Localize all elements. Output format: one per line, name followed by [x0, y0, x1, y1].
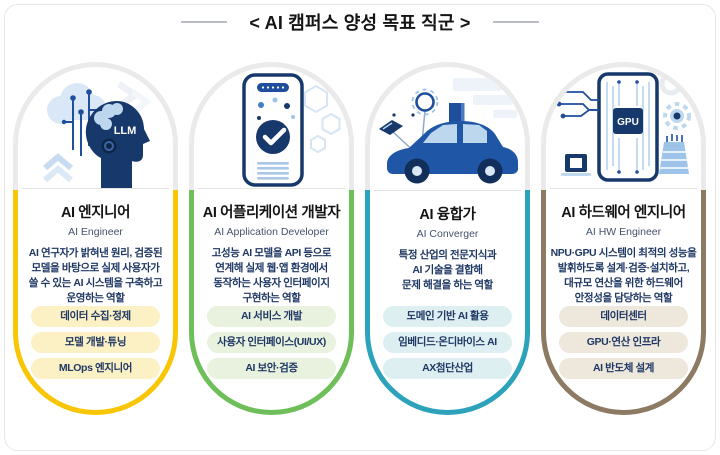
- tag-list: 도메인 기반 AI 활용 임베디드·온디바이스 AI AX첨단산업: [370, 306, 525, 410]
- job-cards-row: LLM AI 엔지니어 AI Engineer AI 연구자가 밝혀낸 원리, …: [13, 62, 706, 415]
- card-description: AI 연구자가 밝혀낸 원리, 검증된 모델을 바탕으로 실제 사용자가 쓸 수…: [28, 247, 163, 304]
- tag-pill: AI 보안·검증: [207, 358, 336, 379]
- llm-badge: LLM: [113, 125, 136, 137]
- tag-pill: 데이터 수집·정제: [31, 306, 160, 327]
- ai-engineer-illustration: LLM: [18, 67, 173, 188]
- tag-pill: AI 서비스 개발: [207, 306, 336, 327]
- tag-pill: GPU·연산 인프라: [559, 332, 688, 353]
- tag-pill: 도메인 기반 AI 활용: [383, 306, 512, 327]
- tag-pill: 데이터센터: [559, 306, 688, 327]
- card-divider: [198, 188, 345, 189]
- card-subtitle: AI HW Engineer: [585, 226, 662, 238]
- job-card-ai-application-developer: AI 어플리케이션 개발자 AI Application Developer 고…: [189, 62, 354, 415]
- card-title: AI 융합가: [419, 207, 476, 223]
- job-card-ai-engineer: LLM AI 엔지니어 AI Engineer AI 연구자가 밝혀낸 원리, …: [13, 62, 178, 415]
- ai-converger-illustration: [370, 67, 525, 190]
- tag-pill: AX첨단산업: [383, 358, 512, 379]
- tag-list: 데이터센터 GPU·연산 인프라 AI 반도체 설계: [546, 306, 701, 410]
- head-llm-icon: LLM: [42, 81, 152, 188]
- gpu-badge: GPU: [617, 117, 639, 128]
- job-card-ai-converger: AI 융합가 AI Converger 특정 산업의 전문지식과 AI 기술을 …: [365, 62, 530, 415]
- tag-pill: 모델 개발·튜닝: [31, 332, 160, 353]
- tag-pill: AI 반도체 설계: [559, 358, 688, 379]
- card-title: AI 어플리케이션 개발자: [202, 205, 341, 221]
- tag-list: 데이터 수집·정제 모델 개발·튜닝 MLOps 엔지니어: [18, 306, 173, 410]
- card-subtitle: AI Application Developer: [214, 226, 329, 238]
- header-line-right: [492, 21, 539, 23]
- card-title: AI 엔지니어: [60, 205, 131, 221]
- card-description: 특정 산업의 전문지식과 AI 기술을 결합해 문제 해결을 하는 역할: [398, 249, 497, 291]
- header: < AI 캠퍼스 양성 목표 직군 >: [0, 9, 720, 35]
- card-title: AI 하드웨어 엔지니어: [561, 205, 686, 221]
- card-divider: [374, 190, 521, 191]
- card-divider: [550, 188, 697, 189]
- connected-car-icon: [378, 78, 518, 184]
- tag-pill: 임베디드·온디바이스 AI: [383, 332, 512, 353]
- card-subtitle: AI Converger: [416, 228, 479, 240]
- phone-check-icon: [241, 73, 340, 187]
- card-description: NPU·GPU 시스템이 최적의 성능을 발휘하도록 설계·검증·설치하고, 대…: [550, 247, 697, 304]
- job-card-ai-hardware-engineer: GPU AI 하드웨어 엔지니어 AI HW Engineer NPU·GPU …: [541, 62, 706, 415]
- card-description: 고성능 AI 모델을 API 등으로 연계해 실제 웹·앱 환경에서 동작하는 …: [211, 247, 332, 304]
- ai-application-developer-illustration: [194, 67, 349, 188]
- card-divider: [22, 188, 169, 189]
- header-line-left: [181, 21, 228, 23]
- card-subtitle: AI Engineer: [68, 226, 123, 238]
- gpu-board-icon: GPU: [556, 72, 691, 182]
- tag-pill: MLOps 엔지니어: [31, 358, 160, 379]
- ai-hardware-engineer-illustration: GPU: [546, 67, 701, 188]
- tag-pill: 사용자 인터페이스(UI/UX): [207, 332, 336, 353]
- page-title: < AI 캠퍼스 양성 목표 직군 >: [249, 13, 471, 33]
- tag-list: AI 서비스 개발 사용자 인터페이스(UI/UX) AI 보안·검증: [194, 306, 349, 410]
- outer-frame: [4, 4, 716, 451]
